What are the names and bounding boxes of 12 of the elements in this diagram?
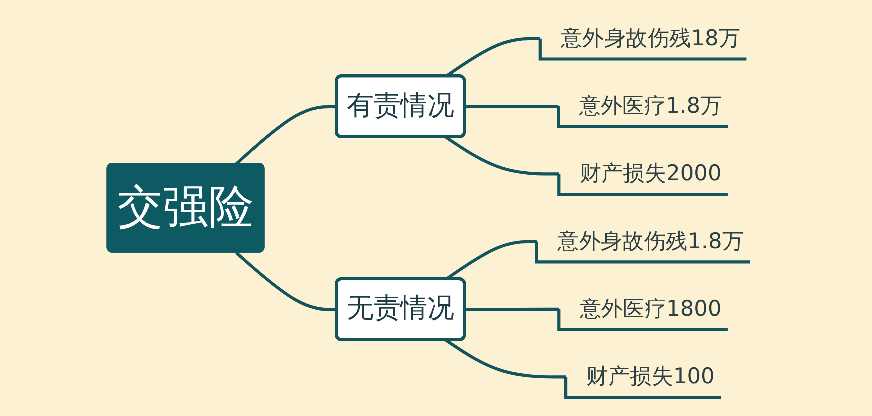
node-text: 财产损失100 bbox=[586, 364, 715, 389]
node-text: 意外医疗1800 bbox=[580, 296, 722, 322]
connector bbox=[236, 252, 338, 312]
connector bbox=[465, 104, 559, 109]
node-text: 意外身故伤残1.8万 bbox=[558, 228, 744, 254]
node-text: 意外医疗1.8万 bbox=[579, 93, 722, 118]
node-text: 财产损失2000 bbox=[580, 161, 722, 186]
connector bbox=[235, 105, 338, 166]
node-text: 意外身故伤残18万 bbox=[561, 26, 741, 50]
connector bbox=[445, 339, 566, 379]
connector bbox=[465, 308, 560, 312]
connector bbox=[445, 136, 560, 176]
